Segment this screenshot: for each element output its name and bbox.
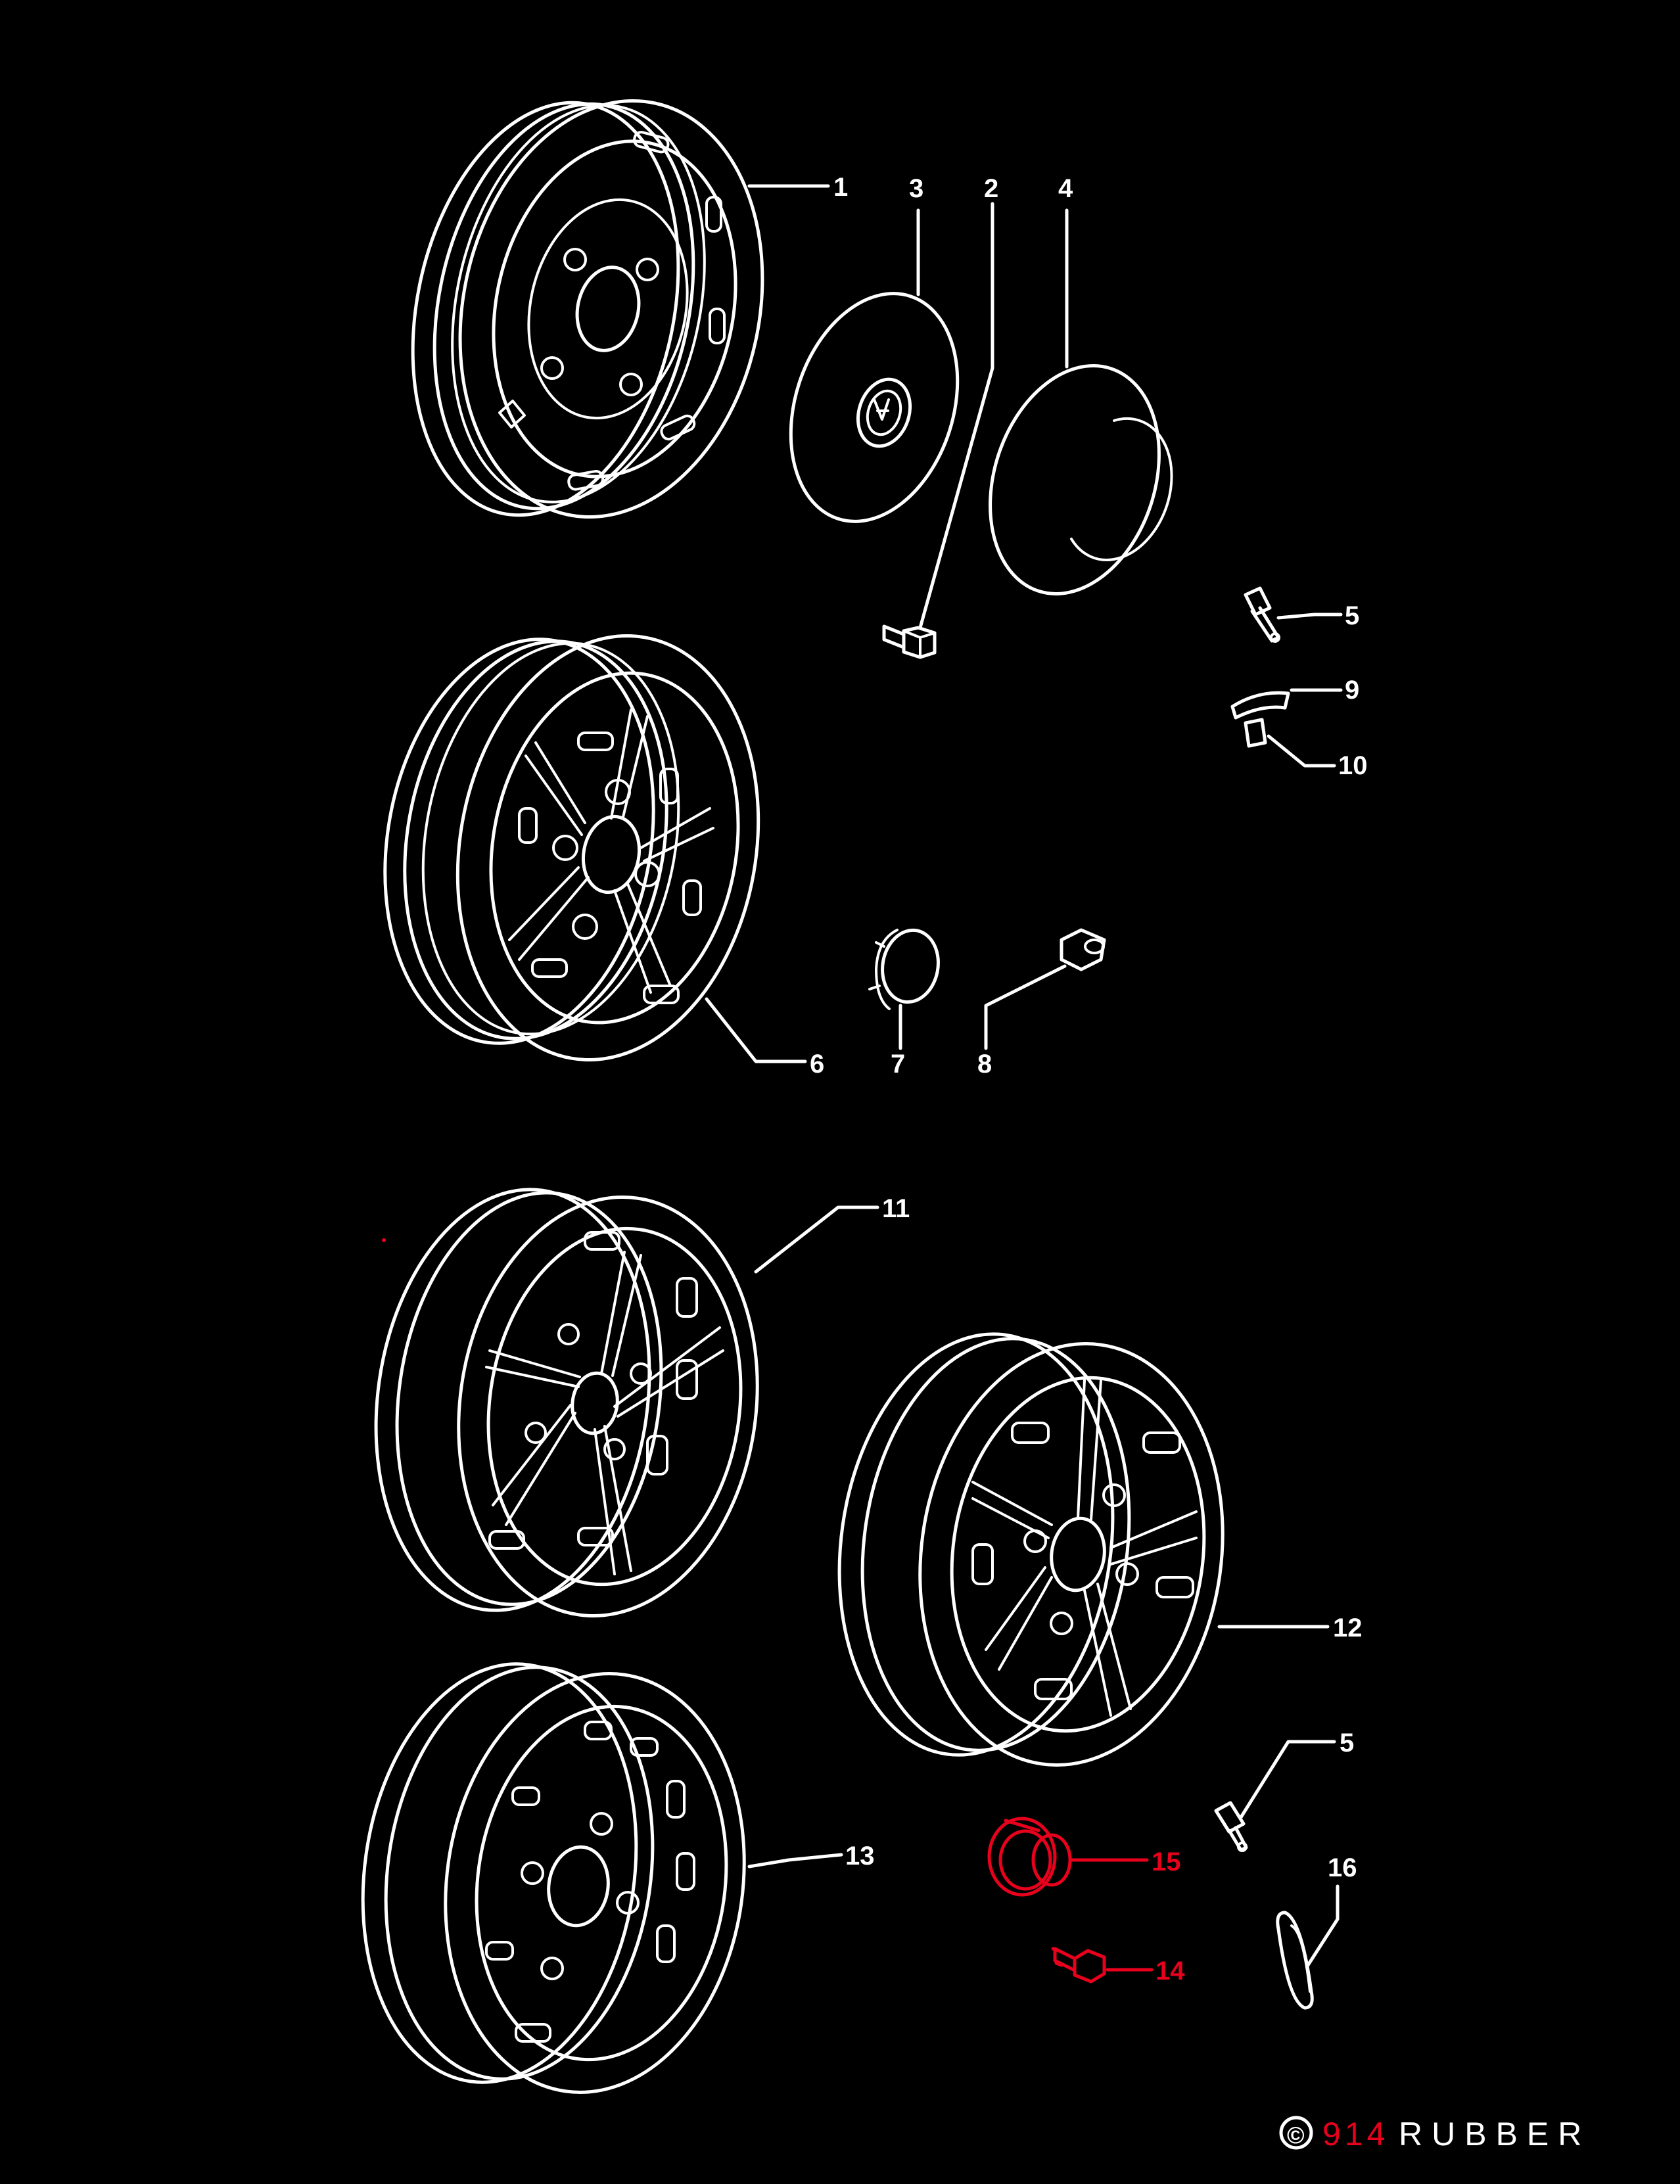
callout-label-5-top: 5 — [1345, 601, 1359, 630]
hubcap-part-3 — [789, 292, 960, 523]
callout-label-11: 11 — [882, 1194, 910, 1223]
callout-2: 2 — [918, 174, 998, 630]
callout-3: 3 — [909, 174, 923, 296]
bolt-part-2 — [882, 624, 937, 659]
callout-6: 6 — [705, 997, 824, 1079]
clip-part-10 — [1244, 718, 1267, 748]
wheel-6 — [383, 634, 760, 1061]
callout-9: 9 — [1290, 676, 1359, 705]
callout-label-8: 8 — [977, 1050, 992, 1079]
lug-nut-part-8 — [1060, 928, 1106, 971]
callout-label-12: 12 — [1333, 1614, 1363, 1642]
watermark-brand: RUBBER — [1399, 2116, 1591, 2152]
callout-label-6: 6 — [810, 1050, 824, 1079]
callout-11: 11 — [754, 1194, 910, 1274]
copyright-symbol: © — [1287, 2122, 1305, 2149]
balance-weight-part-9 — [1230, 691, 1290, 720]
hubcap-disc-part-4 — [989, 364, 1173, 595]
callout-16: 16 — [1306, 1853, 1357, 1967]
callout-label-2: 2 — [984, 174, 998, 203]
callout-label-15: 15 — [1152, 1847, 1181, 1876]
callout-1: 1 — [747, 173, 848, 202]
callout-label-13: 13 — [845, 1842, 875, 1870]
callout-8: 8 — [977, 964, 1067, 1079]
callout-10: 10 — [1267, 734, 1368, 780]
spacer-part-15 — [987, 1817, 1072, 1897]
watermark: © 914 RUBBER — [1279, 2116, 1591, 2152]
callout-label-14: 14 — [1155, 1957, 1185, 1986]
callout-label-10: 10 — [1338, 751, 1368, 780]
callout-label-9: 9 — [1345, 676, 1359, 705]
wheel-13 — [361, 1662, 746, 2094]
bolt-part-14 — [1051, 1947, 1106, 1984]
callout-12: 12 — [1217, 1614, 1363, 1642]
wheel-11 — [374, 1188, 759, 1617]
watermark-number: 914 — [1322, 2116, 1389, 2152]
callout-13: 13 — [747, 1842, 875, 1870]
callout-label-16: 16 — [1328, 1853, 1357, 1882]
callout-label-3: 3 — [909, 174, 923, 203]
callout-5-top: 5 — [1276, 601, 1359, 630]
center-cap-part-7 — [868, 928, 940, 1010]
callout-label-1: 1 — [833, 173, 848, 202]
callout-label-4: 4 — [1058, 174, 1073, 203]
callout-14: 14 — [1106, 1957, 1185, 1986]
valve-stem-part-5-lower — [1214, 1801, 1248, 1852]
valve-stem-part-5 — [1244, 586, 1280, 643]
callout-label-5-lower: 5 — [1340, 1729, 1354, 1757]
wheel-1-steel — [411, 99, 764, 519]
weight-part-16 — [1276, 1911, 1314, 2010]
callout-label-7: 7 — [891, 1050, 905, 1079]
copyright-icon — [1279, 2116, 1313, 2150]
callout-5-lower: 5 — [1239, 1729, 1354, 1819]
callout-7: 7 — [891, 1004, 905, 1079]
stray-dot — [382, 1238, 386, 1242]
callout-4: 4 — [1058, 174, 1073, 369]
callout-15: 15 — [1068, 1847, 1181, 1876]
wheel-12 — [837, 1332, 1225, 1767]
